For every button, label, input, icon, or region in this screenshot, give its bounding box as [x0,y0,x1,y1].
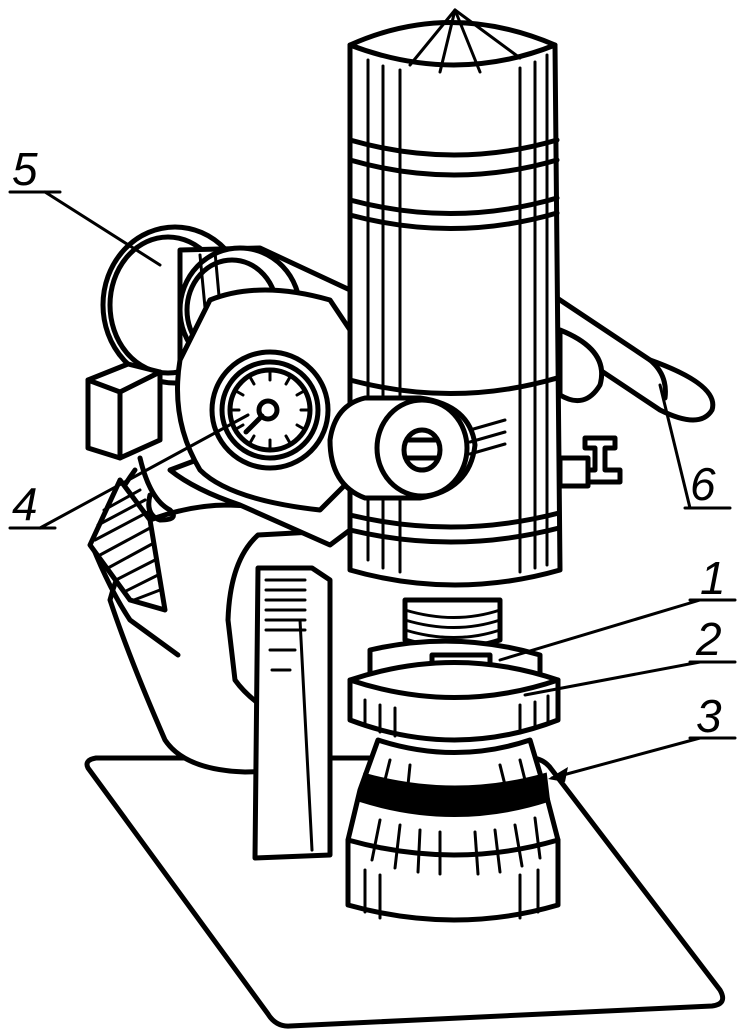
lever-handle-6 [537,287,716,423]
label-2: 2 [695,613,722,665]
callout-labels: 5 4 6 1 2 3 [12,143,726,742]
label-6: 6 [690,458,716,510]
leader-6 [658,383,692,510]
label-1: 1 [700,552,726,604]
leader-2 [523,660,702,697]
leader-3 [550,736,702,780]
disc-2 [347,660,561,743]
leader-lines [8,190,737,782]
frame-arm [87,437,353,861]
clamp-collar [327,395,507,501]
leader-1 [498,598,702,662]
gauge-4 [175,287,353,513]
arrowhead-3 [548,767,568,782]
label-3: 3 [696,690,722,742]
label-4: 4 [12,478,38,530]
leader-4 [38,413,250,530]
wheel-3 [345,737,561,923]
side-knob [557,435,623,489]
leader-5 [43,190,162,267]
label-5: 5 [12,143,38,195]
